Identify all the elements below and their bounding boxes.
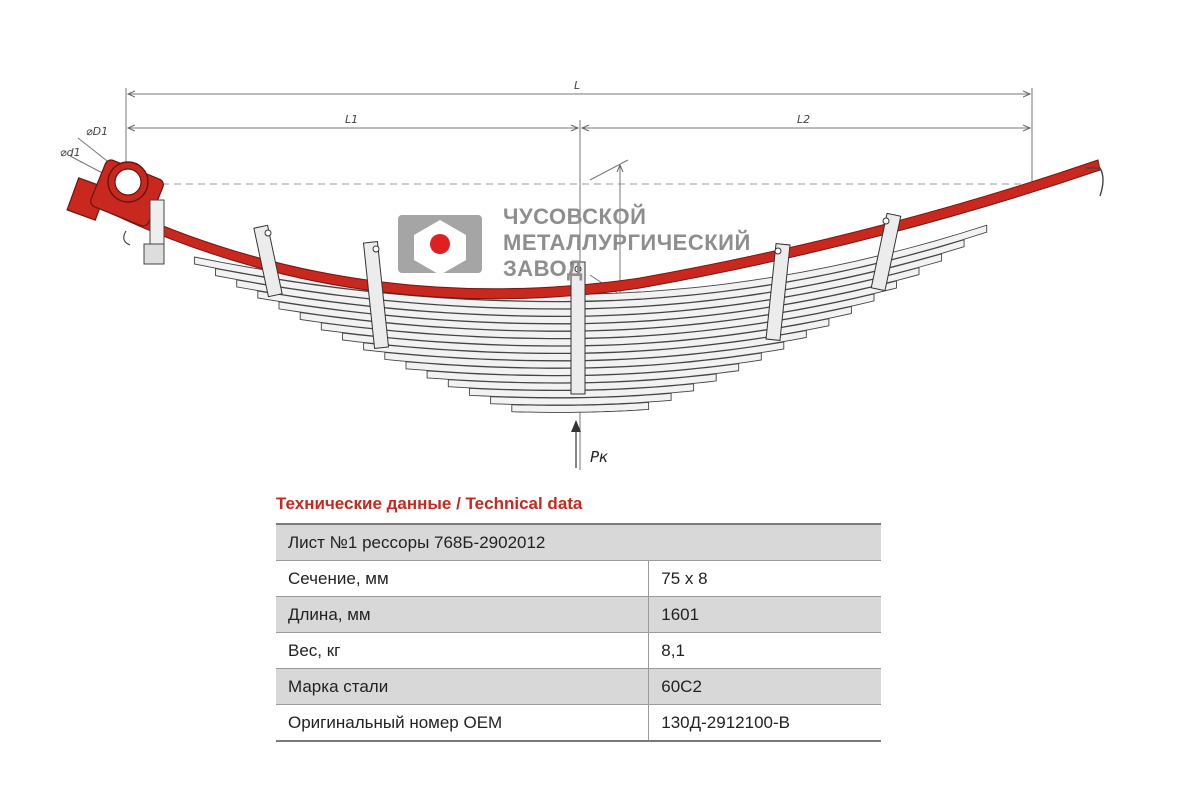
dim-label-l: L bbox=[574, 79, 580, 92]
spec-row: Длина, мм 1601 bbox=[276, 596, 881, 633]
clamp-bolt bbox=[574, 265, 582, 273]
spec-value: 75 х 8 bbox=[648, 560, 881, 597]
main-leaf bbox=[99, 159, 1101, 300]
spec-value: 1601 bbox=[648, 596, 881, 633]
logo-line-2: МЕТАЛЛУРГИЧЕСКИЙ bbox=[503, 230, 751, 255]
spec-header: Лист №1 рессоры 768Б-2902012 bbox=[276, 523, 881, 561]
spring-clamp bbox=[362, 241, 390, 349]
spec-row: Вес, кг 8,1 bbox=[276, 632, 881, 669]
spec-value: 60С2 bbox=[648, 668, 881, 705]
dim-label-l2: L2 bbox=[797, 113, 810, 126]
eye-bracket bbox=[66, 159, 165, 265]
spec-value: 130Д-2912100-В bbox=[648, 704, 881, 742]
clamp-bolt bbox=[774, 247, 782, 255]
dim-label-d1-upper: ⌀D1 bbox=[86, 125, 108, 138]
spring-clamps bbox=[253, 212, 902, 395]
spring-clamp bbox=[870, 212, 902, 292]
logo-icon bbox=[398, 215, 482, 275]
spring-leaves bbox=[193, 224, 988, 413]
spec-title: Технические данные / Technical data bbox=[276, 494, 583, 513]
spring-clamp bbox=[253, 224, 283, 298]
clamp-bolt bbox=[264, 229, 272, 237]
logo-line-1: ЧУСОВСКОЙ bbox=[503, 204, 646, 229]
spec-row: Марка стали 60С2 bbox=[276, 668, 881, 705]
load-label: Pк bbox=[590, 448, 608, 466]
clamp-bolt bbox=[372, 245, 380, 253]
load-arrow bbox=[571, 420, 581, 468]
clamp-bolt bbox=[882, 217, 890, 225]
company-logo: ЧУСОВСКОЙ МЕТАЛЛУРГИЧЕСКИЙ ЗАВОД bbox=[398, 204, 751, 281]
spec-label: Сечение, мм bbox=[276, 560, 649, 597]
logo-line-3: ЗАВОД bbox=[503, 256, 583, 281]
spec-row: Оригинальный номер OEM 130Д-2912100-В bbox=[276, 704, 881, 742]
dim-label-d1-lower: ⌀d1 bbox=[60, 146, 81, 159]
spec-table: Лист №1 рессоры 768Б-2902012 Сечение, мм… bbox=[276, 523, 881, 742]
spring-clamp bbox=[570, 261, 586, 395]
spec-label: Марка стали bbox=[276, 668, 649, 705]
spring-clamp bbox=[765, 242, 791, 342]
spec-value: 8,1 bbox=[648, 632, 881, 669]
spec-label: Длина, мм bbox=[276, 596, 649, 633]
spec-label: Вес, кг bbox=[276, 632, 649, 669]
dim-label-l1: L1 bbox=[345, 113, 358, 126]
spring-leaf bbox=[426, 363, 740, 384]
spec-label: Оригинальный номер OEM bbox=[276, 704, 649, 742]
right-end-hook bbox=[1086, 167, 1104, 197]
spec-header-row: Лист №1 рессоры 768Б-2902012 bbox=[276, 523, 881, 561]
leaf-spring-diagram: L L1 L2 ⌀D1 ⌀d1 ЧУСОВСКОЙ МЕТАЛЛУРГИЧЕСК… bbox=[60, 79, 1104, 470]
spec-row: Сечение, мм 75 х 8 bbox=[276, 560, 881, 597]
